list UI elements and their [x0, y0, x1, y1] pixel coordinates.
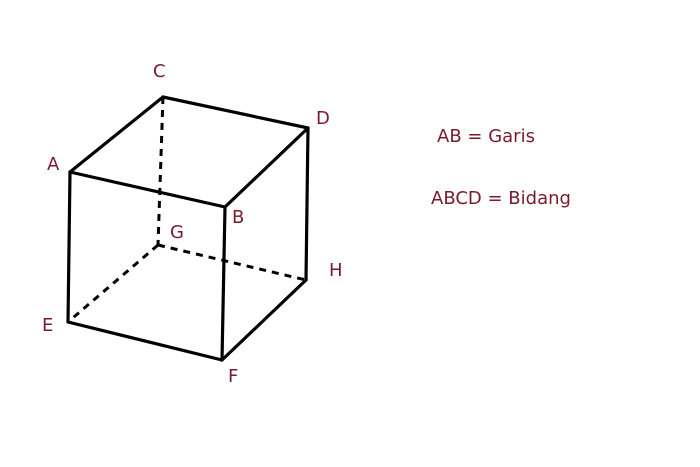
vertex-label-a: A: [47, 154, 60, 175]
vertex-label-c: C: [153, 61, 166, 82]
edge-gh-hidden: [157, 243, 307, 282]
edge-fh: [220, 278, 308, 362]
vertex-label-h: H: [329, 260, 343, 281]
vertex-label-e: E: [42, 315, 53, 336]
edge-dh: [304, 126, 310, 282]
vertex-label-d: D: [316, 108, 330, 129]
edge-ae: [66, 170, 72, 324]
edge-cd: [161, 95, 310, 130]
edge-ge-hidden: [67, 243, 159, 324]
edge-ef: [66, 320, 224, 362]
note-line-example: AB = Garis: [437, 126, 535, 147]
edge-cg-hidden: [156, 96, 165, 246]
edge-bd: [223, 126, 310, 209]
vertex-label-b: B: [232, 207, 244, 228]
edge-ac: [68, 95, 165, 174]
vertex-label-g: G: [170, 222, 184, 243]
vertex-label-f: F: [228, 366, 238, 387]
edge-ab: [68, 170, 227, 209]
note-plane-example: ABCD = Bidang: [431, 188, 571, 209]
edge-bf: [220, 205, 227, 362]
